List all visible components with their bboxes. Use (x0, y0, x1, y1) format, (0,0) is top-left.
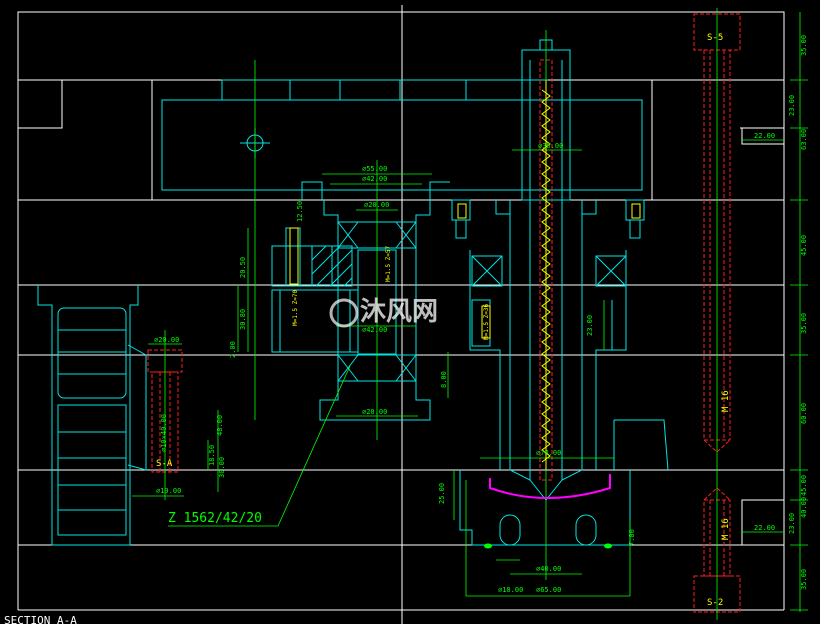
label-sa: S-A (156, 459, 173, 469)
dim-rv4500b: 45.00 (800, 475, 808, 496)
dim-d20b: ⌀20.00 (362, 408, 387, 416)
dim-rv3500a: 35.00 (800, 35, 808, 56)
dim-d65: ⌀65.00 (536, 586, 561, 594)
dim-h4800: 48.00 (216, 415, 224, 436)
dim-d55: ⌀55.00 (362, 165, 387, 173)
gear-spec: Z 1562/42/20 (168, 511, 262, 526)
label-gear-right: M=1.5 Z=36 (483, 303, 490, 340)
dim-rv3500b: 35.00 (800, 313, 808, 334)
mold-plates (17, 5, 785, 624)
dimension-texts: ⌀55.00 ⌀42.00 ⌀20.00 ⌀38.00 ⌀74.00 ⌀42.0… (154, 35, 808, 594)
section-title: SECTION A-A (4, 614, 77, 624)
dim-rv4000: 40.00 (800, 497, 808, 518)
dim-rv2300b: 23.00 (788, 513, 796, 534)
dim-rv4500a: 45.00 (800, 235, 808, 256)
dim-d74: ⌀74.00 (536, 449, 561, 457)
dim-d42b: ⌀42.00 (362, 326, 387, 334)
label-s2: S-2 (707, 598, 723, 608)
dim-h1250: 12.50 (296, 201, 304, 222)
dim-d38: ⌀38.00 (538, 142, 563, 150)
dim-w2200b: 22.00 (754, 524, 775, 532)
dim-d19: ⌀19.00 (156, 487, 181, 495)
label-gear-center: M=1.5 Z=57 (385, 245, 392, 282)
part-outlines (37, 39, 669, 546)
dim-d10x40: ⌀10×40.00 (160, 414, 168, 452)
dimension-lines (132, 8, 808, 620)
dim-h700: 7.00 (628, 529, 636, 546)
label-m16-bottom: M 16 (721, 518, 731, 540)
dim-rv3500c: 35.00 (800, 569, 808, 590)
dim-w2200a: 22.00 (754, 132, 775, 140)
yellow-details (289, 80, 641, 470)
text-labels: S-5 S-2 S-A M 16 M 16 M=1.5 Z=70 M=1.5 Z… (4, 33, 731, 624)
dim-h800: 8.00 (440, 371, 448, 388)
dim-d20a: ⌀20.00 (364, 201, 389, 209)
dim-d10: ⌀10.00 (498, 586, 523, 594)
dim-d40: ⌀40.00 (536, 565, 561, 573)
cavity-arc (489, 474, 611, 499)
dim-h200: 2.00 (229, 341, 237, 358)
dim-h2500: 25.00 (438, 483, 446, 504)
dim-d42a: ⌀42.00 (362, 175, 387, 183)
dim-h2050: 20.50 (239, 257, 247, 278)
watermark: 沐风网 (360, 297, 438, 327)
green-markers (484, 543, 612, 549)
dim-h2300: 23.00 (586, 315, 594, 336)
dim-h3000: 30.00 (218, 457, 226, 478)
dim-rv2300a: 23.00 (788, 95, 796, 116)
dim-rv6300: 63.00 (800, 129, 808, 150)
watermark-logo-icon (329, 298, 359, 328)
dim-rv6000: 60.00 (800, 403, 808, 424)
dim-h1850: 18.50 (208, 445, 216, 466)
dim-d20c: ⌀20.00 (154, 336, 179, 344)
label-s5: S-5 (707, 33, 723, 43)
label-gear-left: M=1.5 Z=70 (292, 289, 299, 326)
dim-h3080: 30.80 (239, 309, 247, 330)
label-m16-top: M 16 (721, 390, 731, 412)
